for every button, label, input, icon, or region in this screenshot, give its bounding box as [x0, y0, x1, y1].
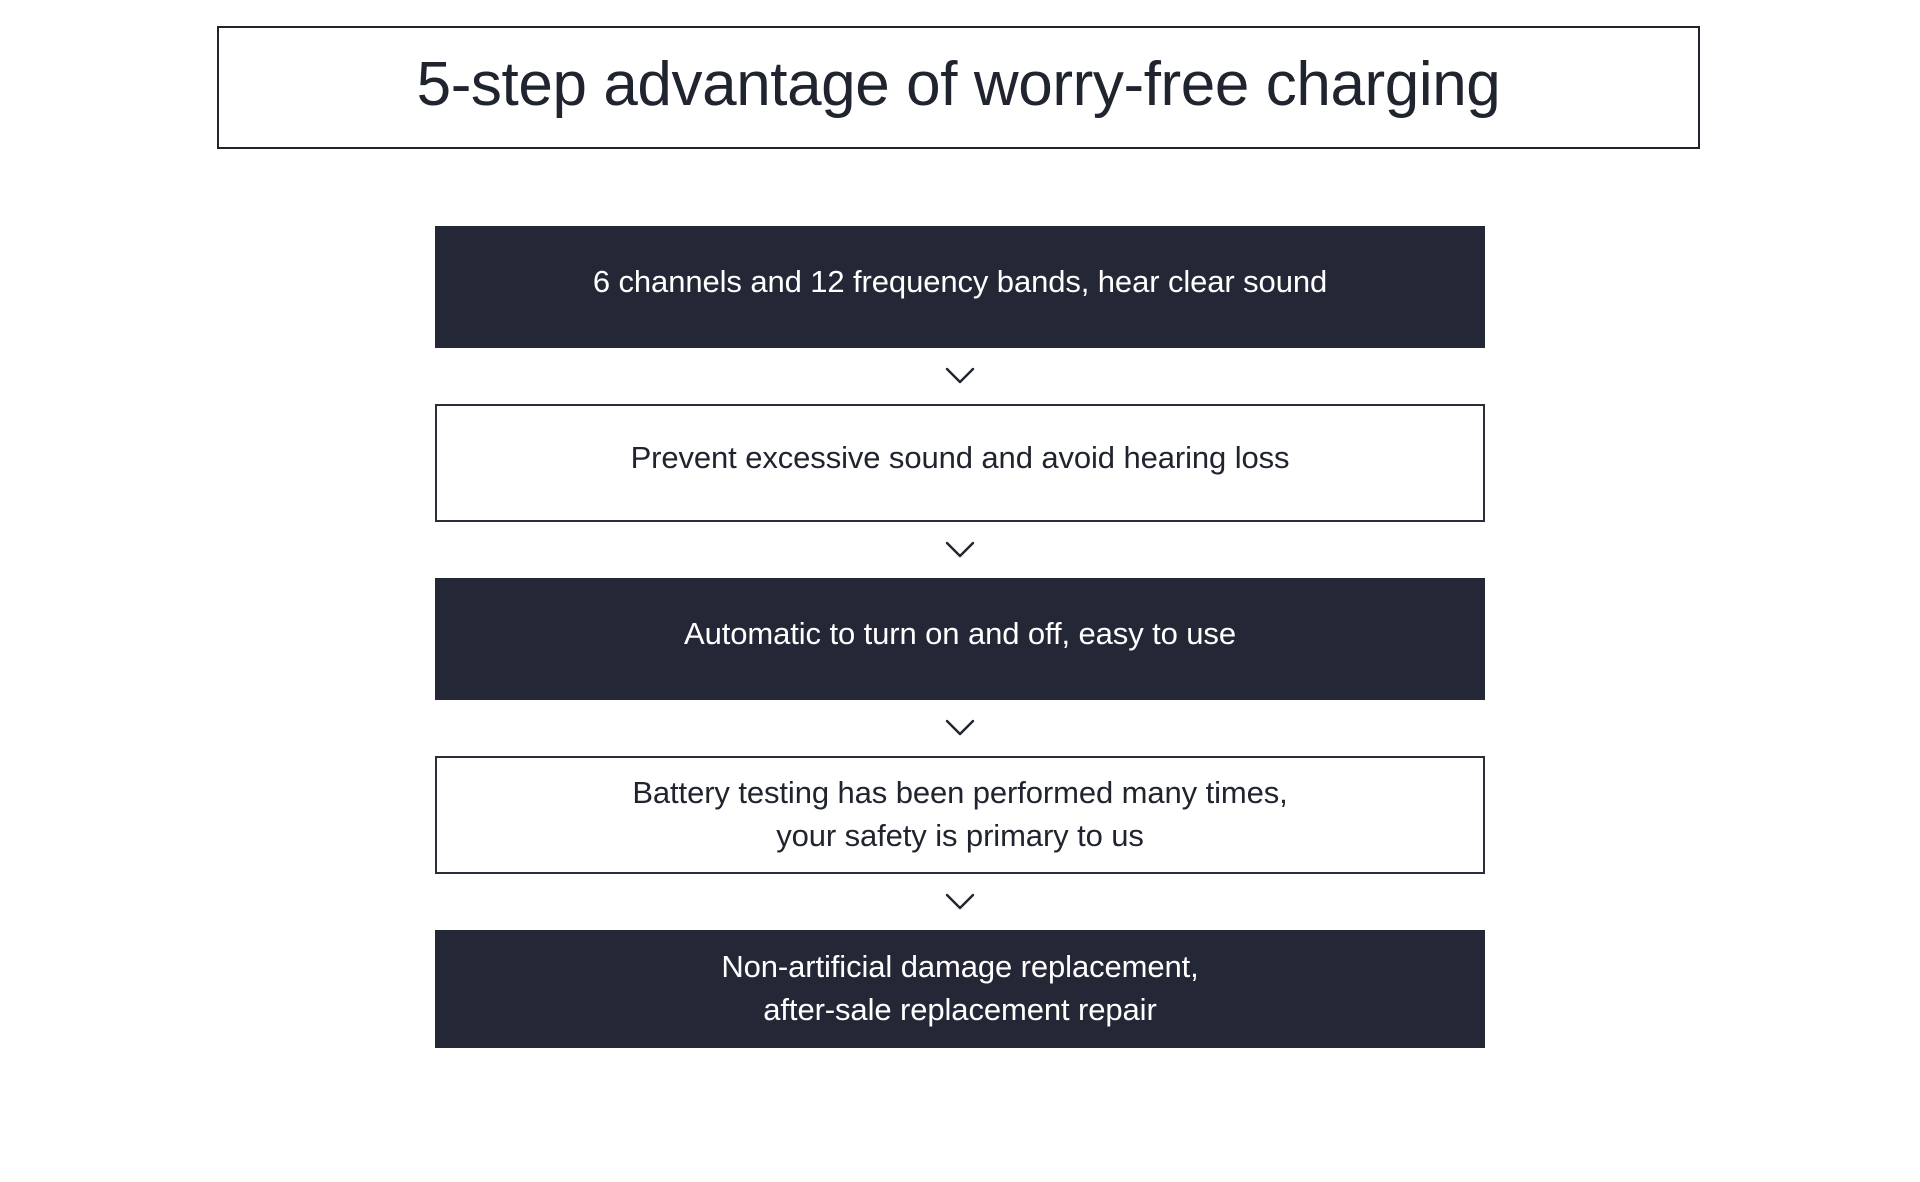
chevron-down-icon [945, 367, 975, 384]
page-title: 5-step advantage of worry-free charging [416, 49, 1501, 119]
flow-step-3-label: Automatic to turn on and off, easy to us… [684, 615, 1236, 651]
flow-step-4[interactable]: Battery testing has been performed many … [435, 756, 1485, 874]
flow-connector-2 [435, 522, 1485, 578]
flow-connector-4 [435, 874, 1485, 930]
chevron-down-icon [945, 541, 975, 558]
flow-step-5-label: Non-artificial damage replacement, after… [721, 949, 1199, 1027]
flow-step-3[interactable]: Automatic to turn on and off, easy to us… [435, 578, 1485, 700]
flow-step-5[interactable]: Non-artificial damage replacement, after… [435, 930, 1485, 1048]
flow-step-1[interactable]: 6 channels and 12 frequency bands, hear … [435, 226, 1485, 348]
chevron-down-icon [945, 719, 975, 736]
page-title-box: 5-step advantage of worry-free charging [217, 26, 1700, 149]
flow-step-4-label: Battery testing has been performed many … [632, 775, 1288, 853]
flow-step-2[interactable]: Prevent excessive sound and avoid hearin… [435, 404, 1485, 522]
chevron-down-icon [945, 893, 975, 910]
flow-connector-3 [435, 700, 1485, 756]
process-flow: 6 channels and 12 frequency bands, hear … [435, 226, 1485, 1048]
flow-step-2-label: Prevent excessive sound and avoid hearin… [630, 439, 1290, 475]
flow-connector-1 [435, 348, 1485, 404]
flow-step-1-label: 6 channels and 12 frequency bands, hear … [592, 263, 1328, 299]
